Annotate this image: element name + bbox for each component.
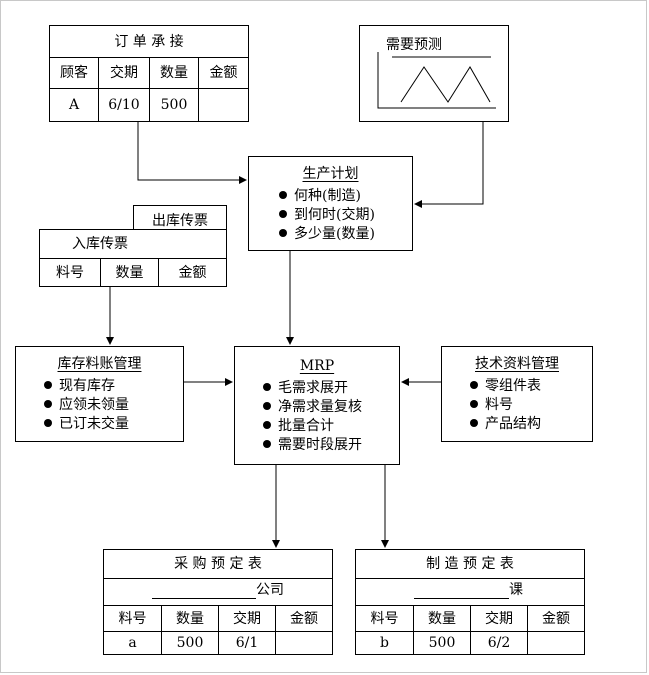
production-plan-item: 到何时(交期) <box>279 206 375 225</box>
bullet-icon <box>263 402 271 410</box>
mrp-title: MRP <box>299 358 335 374</box>
purchase-cell-qty: 500 <box>176 635 204 651</box>
production-plan-item: 多少量(数量) <box>279 225 375 244</box>
order-cell-due: 6/10 <box>108 97 140 113</box>
order-header-due: 交期 <box>110 65 138 81</box>
mrp-item: 净需求量复核 <box>263 398 362 417</box>
manufacturing-cell-part-no: b <box>380 635 389 651</box>
inventory-ledger-list: 现有库存 应领未领量 已订未交量 <box>44 377 129 434</box>
purchase-cell-part-no: a <box>128 635 137 651</box>
arrow-order-to-plan <box>137 122 247 184</box>
purchase-schedule-table: 采 购 预 定 表 公司 料号 数量 交期 金额 a 500 6/1 <box>103 549 333 655</box>
purchase-company-label: 公司 <box>256 582 284 598</box>
order-header-amount: 金额 <box>209 65 238 81</box>
bullet-icon <box>470 381 478 389</box>
forecast-zigzag-graph <box>377 52 496 109</box>
technical-data-item: 料号 <box>470 396 541 415</box>
manufacturing-cell-due: 6/2 <box>487 635 511 651</box>
production-plan-title: 生产计划 <box>302 166 359 182</box>
purchase-header-part-no: 料号 <box>118 610 147 627</box>
order-intake-table: 订 单 承 接 顾客 交期 数量 金额 A 6/10 500 <box>49 25 249 122</box>
manufacturing-section-label: 课 <box>509 582 523 598</box>
inventory-ledger-box: 库存料账管理 现有库存 应领未领量 已订未交量 <box>15 346 184 442</box>
purchase-cell-due: 6/1 <box>235 635 259 651</box>
order-header-qty: 数量 <box>160 65 188 81</box>
inbound-slip-title: 入库传票 <box>72 236 128 252</box>
purchase-header-qty: 数量 <box>176 610 204 627</box>
bullet-icon <box>279 229 287 237</box>
technical-data-list: 零组件表 料号 产品结构 <box>470 377 541 434</box>
inbound-header-part-no: 料号 <box>56 264 84 281</box>
inventory-ledger-item: 应领未领量 <box>44 396 129 415</box>
technical-data-box: 技术资料管理 零组件表 料号 产品结构 <box>441 346 593 442</box>
technical-data-title: 技术资料管理 <box>475 356 559 372</box>
inbound-slip-table: 入库传票 料号 数量 金额 <box>39 229 227 287</box>
arrow-forecast-to-plan <box>414 122 484 208</box>
outbound-slip-title: 出库传票 <box>152 212 208 229</box>
bullet-icon <box>263 383 271 391</box>
order-cell-customer: A <box>68 97 80 113</box>
manufacturing-schedule-title: 制 造 预 定 表 <box>426 556 514 572</box>
order-header-customer: 顾客 <box>60 65 88 81</box>
bullet-icon <box>279 191 287 199</box>
order-cell-qty: 500 <box>160 97 188 113</box>
inventory-ledger-item: 现有库存 <box>44 377 129 396</box>
mrp-box: MRP 毛需求展开 净需求量复核 批量合计 需要时段展开 <box>234 346 400 465</box>
purchase-schedule-title: 采 购 预 定 表 <box>174 556 262 572</box>
bullet-icon <box>44 400 52 408</box>
technical-data-item: 零组件表 <box>470 377 541 396</box>
purchase-header-due: 交期 <box>233 610 261 627</box>
bullet-icon <box>279 210 287 218</box>
bullet-icon <box>263 440 271 448</box>
purchase-header-amount: 金额 <box>290 610 318 627</box>
production-plan-box: 生产计划 何种(制造) 到何时(交期) 多少量(数量) <box>248 156 413 251</box>
mrp-item: 毛需求展开 <box>263 379 362 398</box>
inbound-header-qty: 数量 <box>115 264 144 281</box>
bullet-icon <box>470 400 478 408</box>
mrp-item: 需要时段展开 <box>263 436 362 455</box>
inventory-ledger-item: 已订未交量 <box>44 415 129 434</box>
production-plan-item: 何种(制造) <box>279 187 375 206</box>
demand-forecast-box: 需要预测 <box>359 25 509 122</box>
manufacturing-section-blank <box>414 598 509 599</box>
manufacturing-header-qty: 数量 <box>428 610 456 627</box>
inventory-ledger-title: 库存料账管理 <box>57 356 142 372</box>
mrp-list: 毛需求展开 净需求量复核 批量合计 需要时段展开 <box>263 379 362 455</box>
manufacturing-schedule-table: 制 造 预 定 表 课 料号 数量 交期 金额 b 500 6/2 <box>355 549 585 655</box>
bullet-icon <box>44 419 52 427</box>
demand-forecast-title: 需要预测 <box>386 37 442 53</box>
technical-data-item: 产品结构 <box>470 415 541 434</box>
manufacturing-header-amount: 金额 <box>542 610 570 627</box>
bullet-icon <box>263 421 271 429</box>
manufacturing-cell-qty: 500 <box>428 635 456 651</box>
manufacturing-header-part-no: 料号 <box>370 610 399 627</box>
production-plan-list: 何种(制造) 到何时(交期) 多少量(数量) <box>279 187 375 244</box>
order-intake-title: 订 单 承 接 <box>114 33 184 50</box>
bullet-icon <box>470 419 478 427</box>
inbound-header-amount: 金额 <box>178 264 207 281</box>
bullet-icon <box>44 381 52 389</box>
manufacturing-header-due: 交期 <box>485 610 513 627</box>
mrp-item: 批量合计 <box>263 417 362 436</box>
purchase-company-blank <box>152 598 256 599</box>
